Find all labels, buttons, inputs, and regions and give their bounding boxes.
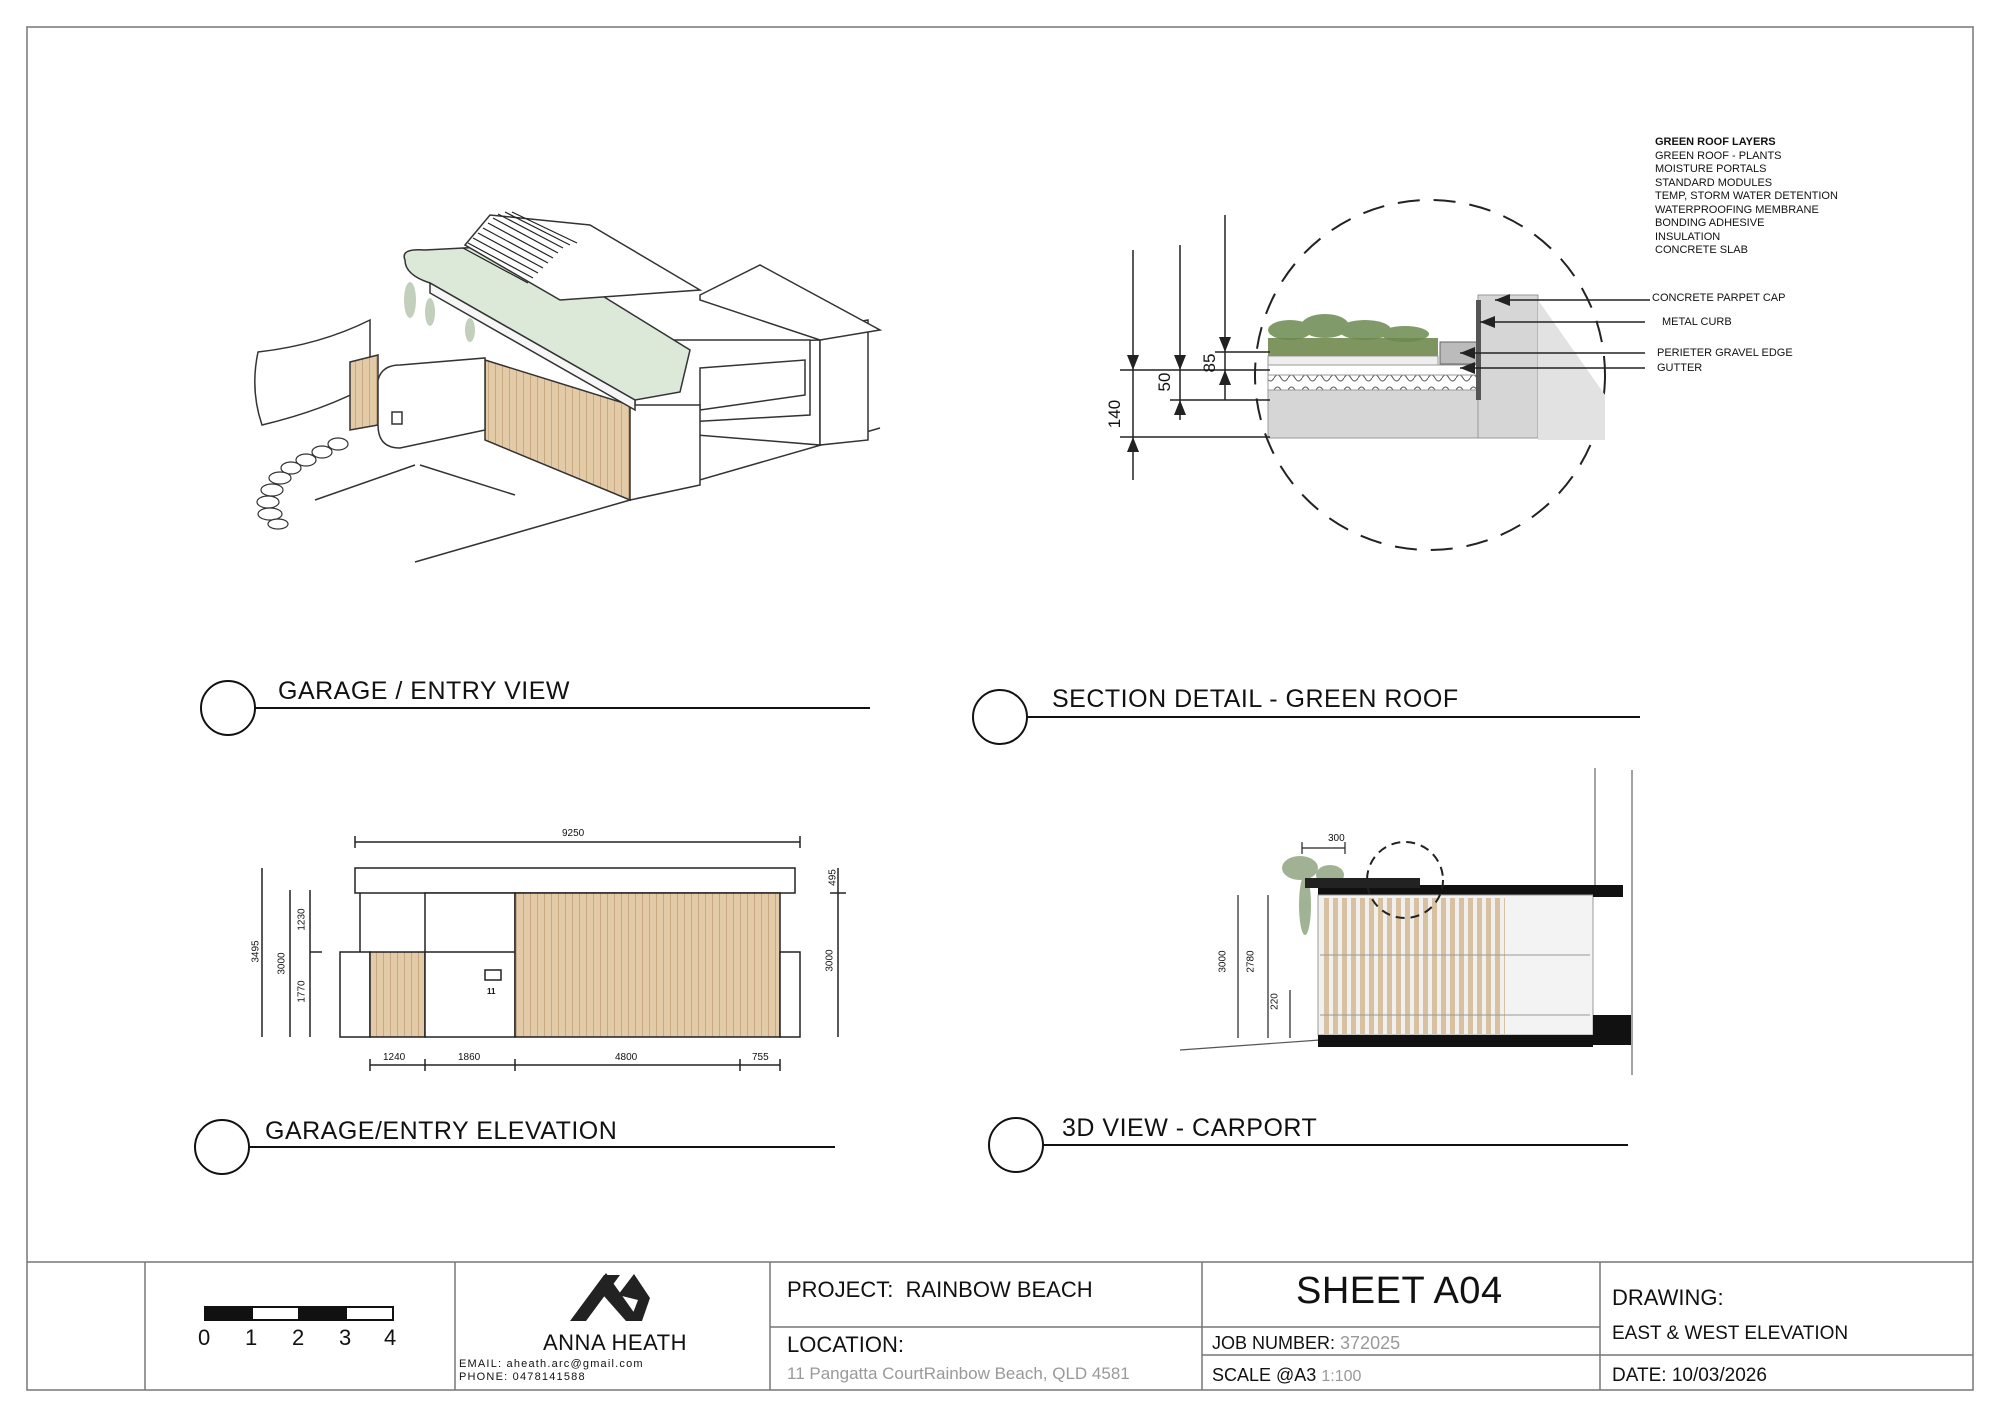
callout-gutter: GUTTER (1657, 362, 1703, 374)
titleblock-frame (27, 1261, 1973, 1390)
date-label: DATE: (1612, 1365, 1667, 1386)
legend-item: MOISTURE PORTALS (1655, 163, 1767, 175)
legend-item: INSULATION (1655, 230, 1721, 243)
dim-50: 50 (1155, 372, 1174, 392)
company-logo (570, 1273, 650, 1321)
callout-gravel-edge: PERIETER GRAVEL EDGE (1657, 347, 1793, 359)
dim-4800: 4800 (615, 1052, 638, 1063)
scale-label-0: 0 (198, 1325, 211, 1350)
house-number: 11 (487, 987, 496, 996)
legend-item: STANDARD MODULES (1655, 176, 1773, 189)
garage-entry-3d-view (254, 211, 883, 563)
legend-item: GREEN ROOF - PLANTS (1655, 149, 1782, 162)
legend-item: WATERPROOFING MEMBRANE (1655, 203, 1819, 216)
dim-2780: 2780 (1245, 950, 1257, 973)
garage-entry-view-title: GARAGE / ENTRY VIEW (278, 677, 570, 705)
scale-field: SCALE @A3 1:100 (1212, 1365, 1361, 1386)
legend-item: BONDING ADHESIVE (1655, 217, 1765, 229)
dim-1240: 1240 (383, 1052, 406, 1063)
scale-label-3: 3 (339, 1325, 352, 1350)
view-title-markers (194, 680, 1640, 1175)
location-label: LOCATION: (787, 1332, 904, 1357)
dim-1860: 1860 (458, 1052, 481, 1063)
sheet-border (26, 26, 1974, 1391)
dim-495: 495 (827, 869, 839, 886)
callout-metal-curb: METAL CURB (1662, 316, 1732, 328)
dim-3000-right: 3000 (824, 949, 836, 972)
project-value: RAINBOW BEACH (905, 1277, 1093, 1302)
dim-carport-3000: 3000 (1217, 950, 1229, 973)
company-email: EMAIL: aheath.arc@gmail.com (459, 1358, 644, 1370)
company-name: ANNA HEATH (543, 1330, 687, 1355)
scale-label-4: 4 (384, 1325, 397, 1350)
dim-1230: 1230 (296, 908, 308, 931)
legend-item: TEMP, STORM WATER DETENTION (1655, 190, 1838, 202)
company-phone: PHONE: 0478141588 (459, 1371, 586, 1383)
dim-3495: 3495 (250, 940, 262, 963)
green-roof-layers-legend: GREEN ROOF LAYERS GREEN ROOF - PLANTS MO… (1655, 136, 1838, 258)
job-label: JOB NUMBER: (1212, 1333, 1336, 1353)
date-field: DATE: 10/03/2026 (1612, 1365, 1767, 1387)
dim-3000: 3000 (276, 952, 288, 975)
scale-label-2: 2 (292, 1325, 305, 1350)
dim-140: 140 (1105, 399, 1124, 429)
dim-220: 220 (1269, 993, 1281, 1010)
dim-300: 300 (1328, 833, 1345, 844)
dim-755: 755 (752, 1052, 769, 1063)
carport-view (1179, 768, 1633, 1075)
scale-label: SCALE @A3 (1212, 1365, 1317, 1385)
carport-title: 3D VIEW - CARPORT (1062, 1114, 1318, 1142)
dim-85: 85 (1200, 353, 1219, 373)
garage-entry-elevation (261, 836, 846, 1071)
project-field: PROJECT: RAINBOW BEACH (787, 1277, 1093, 1303)
drawing-value: EAST & WEST ELEVATION (1612, 1323, 1849, 1344)
job-value: 372025 (1340, 1333, 1401, 1353)
scale-value: 1:100 (1321, 1368, 1362, 1385)
legend-title: GREEN ROOF LAYERS (1655, 136, 1776, 148)
drawing-label: DRAWING: (1612, 1285, 1724, 1310)
location-value: 11 Pangatta CourtRainbow Beach, QLD 4581 (787, 1364, 1130, 1383)
project-label: PROJECT: (787, 1277, 894, 1302)
elevation-title: GARAGE/ENTRY ELEVATION (265, 1117, 618, 1145)
callout-parapet-cap: CONCRETE PARPET CAP (1652, 292, 1786, 304)
job-number-field: JOB NUMBER: 372025 (1212, 1333, 1400, 1354)
dim-1770: 1770 (296, 980, 308, 1003)
scale-bar (204, 1306, 394, 1321)
section-detail-title: SECTION DETAIL - GREEN ROOF (1052, 685, 1459, 713)
legend-item: CONCRETE SLAB (1655, 244, 1748, 256)
scale-label-1: 1 (245, 1325, 258, 1350)
dim-9250: 9250 (562, 828, 585, 839)
green-roof-section-detail (1120, 199, 1650, 551)
sheet-number: SHEET A04 (1296, 1270, 1503, 1312)
date-value: 10/03/2026 (1671, 1365, 1767, 1386)
